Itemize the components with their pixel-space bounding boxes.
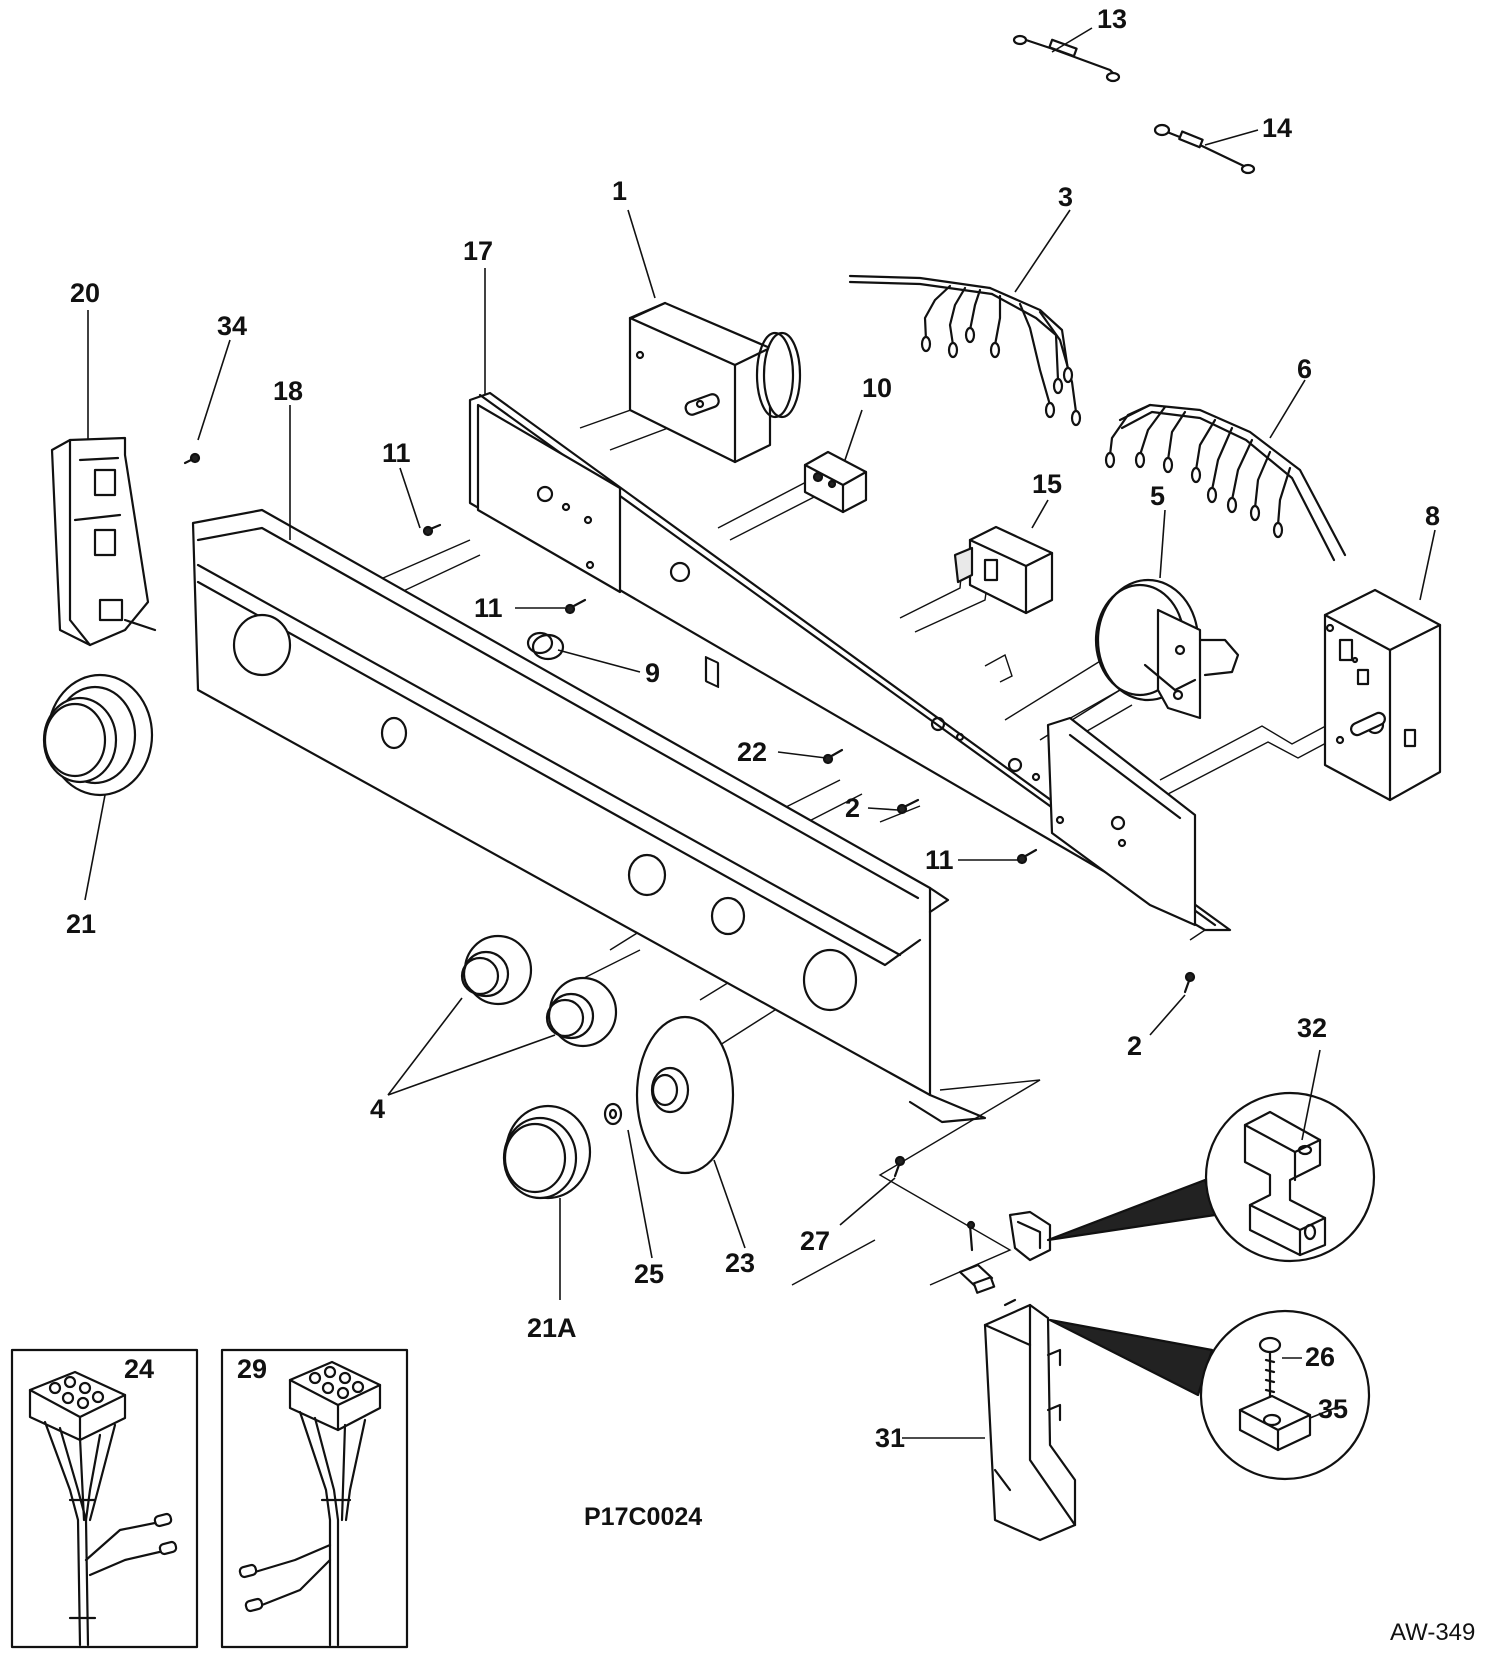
callout-15: 15 (1032, 469, 1062, 499)
part-32-bracket-small (1008, 1210, 1052, 1262)
callout-20: 20 (70, 278, 100, 308)
part-21A-knob (502, 1104, 592, 1200)
callout-2a: 2 (845, 793, 860, 823)
part-1-timer (628, 301, 802, 689)
callout-10: 10 (862, 373, 892, 403)
part-21-knob (42, 673, 154, 797)
box-29 (220, 1348, 409, 1649)
callout-27: 27 (800, 1226, 830, 1256)
callout-22: 22 (737, 737, 767, 767)
part-24-screw-small (1003, 1298, 1017, 1307)
part-13-jumper-wire (1012, 34, 1121, 83)
part-26-washer (603, 1102, 623, 1126)
callout-1: 1 (612, 176, 627, 206)
callout-8: 8 (1425, 501, 1440, 531)
callout-25: 23 (725, 1248, 755, 1278)
box-23 (10, 1348, 199, 1649)
part-9-bushing (526, 631, 565, 661)
callout-3: 3 (1058, 182, 1073, 212)
part-25-dial (635, 1015, 735, 1175)
part-35-clip-small (958, 1263, 996, 1294)
callout-21A: 21A (527, 1313, 577, 1343)
part-31-end-cap (983, 1303, 1077, 1542)
callout-6: 6 (1297, 354, 1312, 384)
callout-35: 35 (1318, 1394, 1348, 1424)
part-4-knobs (460, 934, 618, 1048)
callout-4: 4 (370, 1094, 385, 1124)
callout-labels: 13 14 1 3 17 20 34 18 6 10 11 15 5 8 11 … (66, 4, 1475, 1646)
part-8-control-module (1323, 588, 1442, 802)
part-17-rear-bracket (468, 391, 1232, 932)
leader-lines (84, 27, 1436, 1439)
callout-31: 31 (875, 1423, 905, 1453)
callout-11b: 11 (474, 593, 503, 623)
part-15-relay (953, 525, 1054, 615)
screws (183, 452, 1196, 1252)
callout-11c: 11 (925, 845, 954, 875)
detail-view-24-35 (1048, 1309, 1371, 1481)
part-6-wire-harness (1104, 403, 1347, 562)
part-18-control-panel (191, 508, 987, 1124)
callout-32: 32 (1297, 1013, 1327, 1043)
callout-11a: 11 (382, 438, 411, 468)
part-20-end-cap (50, 436, 157, 647)
callout-9: 9 (645, 658, 660, 688)
corner-code: AW-349 (1390, 1619, 1475, 1646)
callout-17: 17 (463, 236, 493, 266)
callout-24: 26 (1305, 1342, 1335, 1372)
callout-34: 34 (217, 311, 247, 341)
callout-29: 29 (237, 1354, 267, 1384)
detail-view-32 (1046, 1091, 1376, 1263)
callout-14: 14 (1262, 113, 1292, 143)
callout-2b: 2 (1127, 1031, 1142, 1061)
callout-18: 18 (273, 376, 303, 406)
drawing-code: P17C0024 (584, 1503, 702, 1531)
part-5-pressure-switch (1094, 578, 1240, 720)
part-14-jumper-wire (1153, 123, 1256, 175)
callout-23: 24 (124, 1354, 154, 1384)
callout-13: 13 (1097, 4, 1127, 34)
callout-21: 21 (66, 909, 96, 939)
part-10-switch (803, 450, 868, 514)
callout-5: 5 (1150, 481, 1165, 511)
callout-26: 25 (634, 1259, 664, 1289)
part-3-wire-harness (848, 274, 1082, 427)
